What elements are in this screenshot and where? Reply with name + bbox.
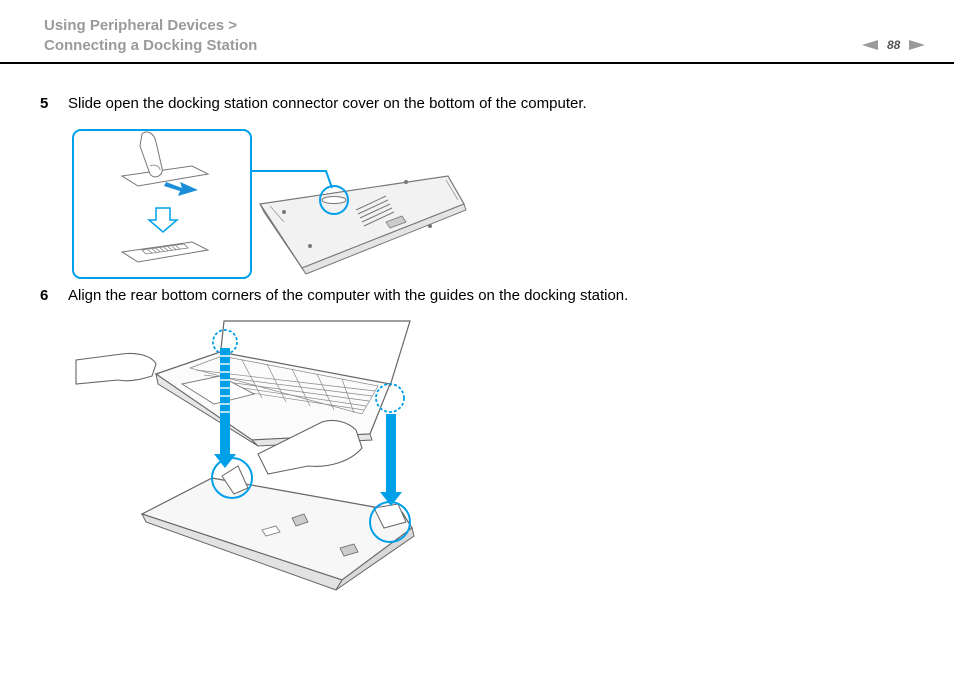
connector-cover-open (120, 241, 210, 263)
right-hand (257, 419, 363, 475)
breadcrumb-section[interactable]: Using Peripheral Devices > (44, 17, 238, 34)
left-hand (75, 352, 157, 385)
docking-station (140, 465, 415, 591)
laptop-corner-highlight-right (375, 383, 405, 413)
connector-cover-highlight (319, 185, 349, 215)
callout-leader-line (251, 170, 333, 189)
down-arrow-icon (146, 207, 180, 233)
guide-highlight-right (369, 501, 411, 543)
docking-alignment-illustration (75, 320, 415, 591)
page-header: Using Peripheral Devices > Connecting a … (0, 0, 954, 64)
connector-cover-closed (120, 131, 210, 196)
previous-page-arrow-icon[interactable] (862, 40, 878, 50)
connector-cover-illustration (72, 129, 467, 279)
header-divider (0, 62, 954, 64)
right-guide (373, 503, 407, 529)
guide-highlight-left (211, 457, 253, 499)
step-text: Align the rear bottom corners of the com… (68, 287, 629, 304)
callout-box (72, 129, 252, 279)
page-navigator: 88 (862, 36, 926, 54)
breadcrumb: Using Peripheral Devices > Connecting a … (44, 16, 257, 56)
slide-arrow-icon (164, 182, 198, 196)
step-number: 5 (40, 95, 49, 112)
laptop-bottom-view (258, 175, 467, 275)
next-page-arrow-icon[interactable] (909, 40, 926, 50)
page-number: 88 (887, 38, 901, 52)
step-number: 6 (40, 287, 49, 304)
step-text: Slide open the docking station connector… (68, 95, 587, 112)
breadcrumb-page[interactable]: Connecting a Docking Station (44, 37, 258, 54)
touchpad (180, 375, 256, 405)
right-alignment-arrow-icon (380, 414, 402, 506)
laptop-screen (219, 320, 411, 387)
laptop-corner-highlight-left (212, 329, 238, 355)
left-guide (221, 465, 249, 495)
